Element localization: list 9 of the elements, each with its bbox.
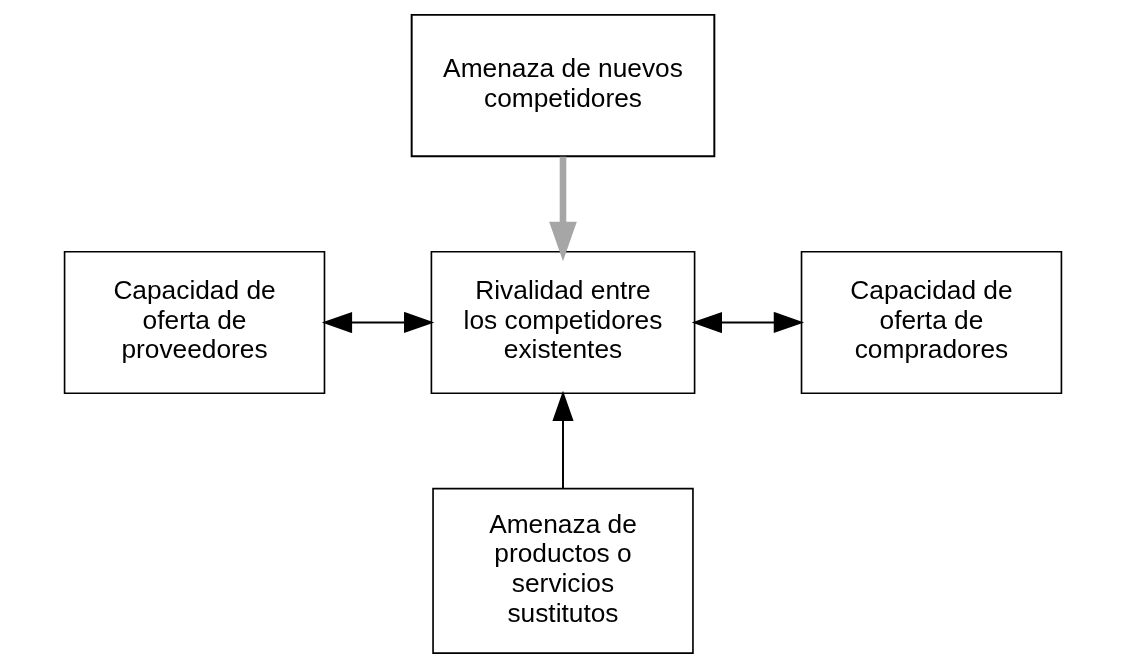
node-box: Capacidad de oferta de compradores bbox=[800, 250, 1062, 395]
node-box: Capacidad de oferta de proveedores bbox=[63, 250, 325, 395]
arrow bbox=[551, 390, 574, 490]
arrow bbox=[321, 311, 434, 334]
arrow bbox=[548, 156, 577, 262]
node-box: Rivalidad entre los competidores existentes bbox=[430, 250, 695, 395]
node-box: Amenaza de nuevos competidores bbox=[410, 13, 715, 158]
arrow bbox=[691, 311, 804, 334]
node-box: Amenaza de productos o servicios sustitutos bbox=[431, 487, 694, 654]
